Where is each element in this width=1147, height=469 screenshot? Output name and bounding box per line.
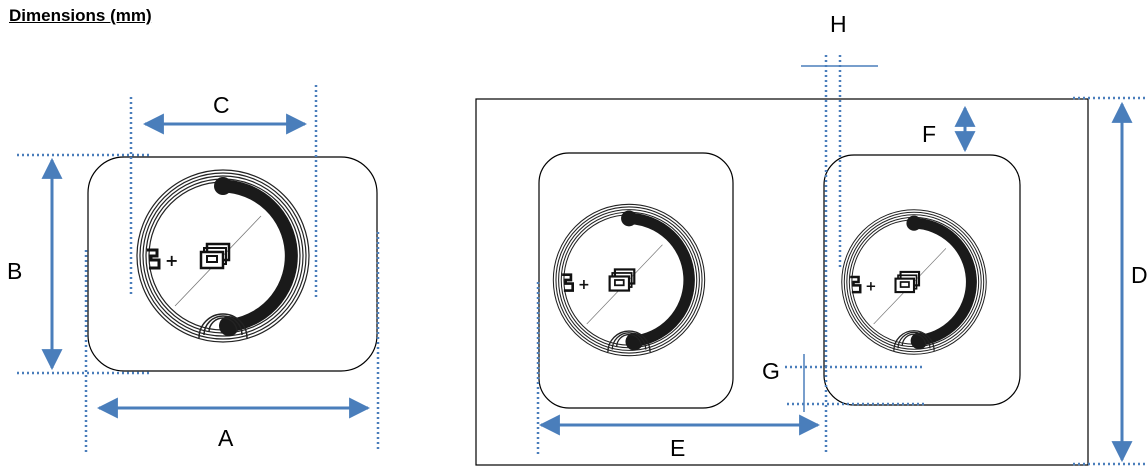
- dimension-label-d: D: [1131, 262, 1147, 288]
- dimension-label-f: F: [922, 121, 937, 147]
- dimension-label-a: A: [218, 425, 234, 451]
- sheet-extension-lines: [536, 55, 1147, 466]
- dimension-label-g: G: [762, 358, 780, 384]
- dimension-label-h: H: [830, 11, 847, 37]
- single-label-figure: [17, 85, 380, 452]
- sheet-figure: [475, 55, 1147, 466]
- dimension-label-c: C: [213, 92, 230, 118]
- antenna-inlay-2: [842, 210, 986, 354]
- extension-lines: [17, 85, 380, 452]
- antenna-inlay: [137, 170, 309, 342]
- dimension-label-e: E: [670, 435, 686, 461]
- sheet-outline: [475, 98, 1089, 466]
- label-outline-1: [538, 152, 734, 409]
- antenna-inlay-1: [553, 204, 704, 355]
- page-title: Dimensions (mm): [9, 6, 152, 25]
- dimension-label-b: B: [7, 258, 23, 284]
